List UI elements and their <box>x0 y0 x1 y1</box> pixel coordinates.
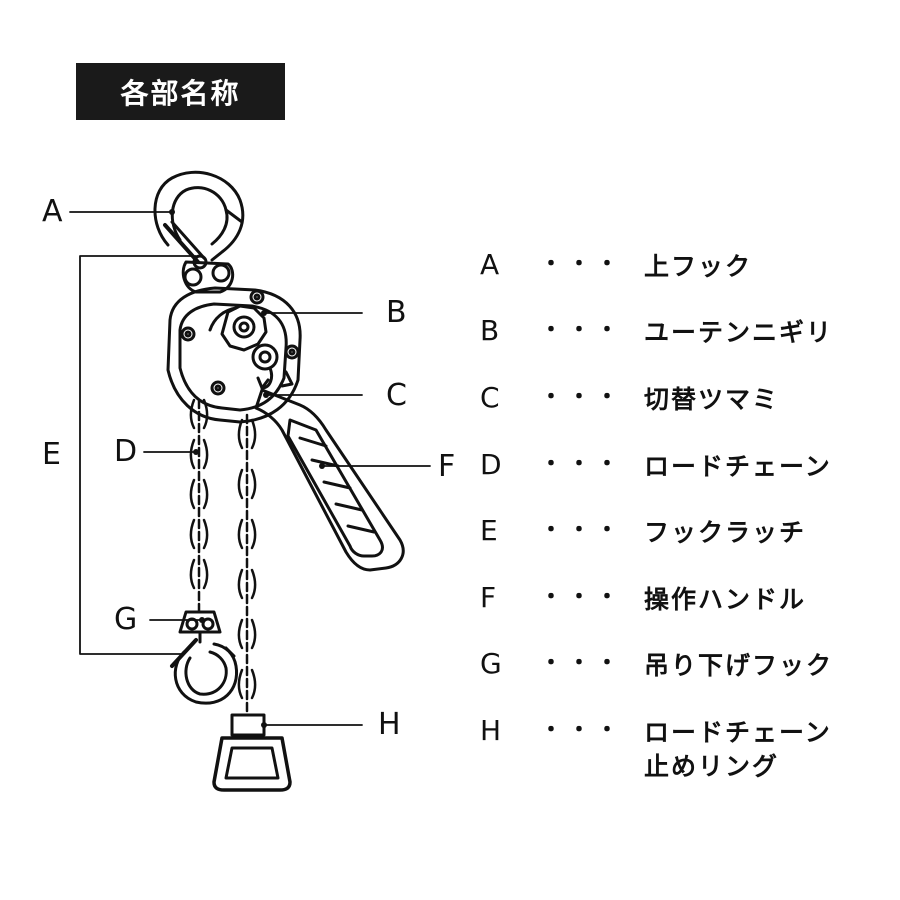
load-chain-right <box>237 413 257 717</box>
operating-handle <box>254 388 405 572</box>
legend-row-e: E ・・・ フックラッチ <box>480 514 890 550</box>
callout-c: C <box>386 378 407 413</box>
legend-letter: B <box>480 314 500 347</box>
lever-hoist-illustration <box>69 170 431 792</box>
legend-name: 操作ハンドル <box>644 585 807 614</box>
legend-dots: ・・・ <box>540 385 625 410</box>
legend-letter: F <box>480 581 497 614</box>
legend-letter: C <box>480 381 500 414</box>
legend-dots: ・・・ <box>540 252 625 277</box>
legend-row-b: B ・・・ ユーテンニギリ <box>480 314 890 350</box>
legend-name: 切替ツマミ <box>644 385 780 414</box>
legend-name: ロードチェーン 止めリング <box>644 718 832 781</box>
callout-b: B <box>386 295 407 330</box>
legend-dots: ・・・ <box>540 452 625 477</box>
legend-letter: D <box>480 448 502 481</box>
legend-dots: ・・・ <box>540 518 625 543</box>
legend-dots: ・・・ <box>540 318 625 343</box>
page-title: 各部名称 <box>76 63 285 120</box>
legend-name: ユーテンニギリ <box>644 318 834 347</box>
legend-dots: ・・・ <box>540 585 625 610</box>
chain-stopper-ring <box>212 713 292 792</box>
legend-row-a: A ・・・ 上フック <box>480 248 890 284</box>
legend-letter: A <box>480 248 500 281</box>
callout-g: G <box>114 602 138 637</box>
legend-dots: ・・・ <box>540 718 625 743</box>
legend-row-c: C ・・・ 切替ツマミ <box>480 381 890 417</box>
callout-f: F <box>438 449 456 484</box>
top-hook <box>153 170 245 294</box>
legend-name: ロードチェーン <box>644 452 832 481</box>
legend-letter: G <box>480 647 502 680</box>
leader-lines <box>69 211 431 726</box>
legend-letter: E <box>480 514 498 547</box>
callout-h: H <box>378 707 401 742</box>
legend-name: 上フック <box>644 252 753 281</box>
legend-row-f: F ・・・ 操作ハンドル <box>480 581 890 617</box>
legend-row-h: H ・・・ ロードチェーン 止めリング <box>480 714 890 784</box>
callout-a: A <box>42 194 63 229</box>
hoist-body <box>166 286 302 424</box>
legend-name: フックラッチ <box>644 518 807 547</box>
legend-row-d: D ・・・ ロードチェーン <box>480 448 890 484</box>
legend-letter: H <box>480 714 502 747</box>
legend-name: 吊り下げフック <box>644 651 834 680</box>
legend-dots: ・・・ <box>540 651 625 676</box>
callout-e: E <box>42 437 61 472</box>
callout-d: D <box>114 434 138 469</box>
bottom-hook <box>170 610 239 705</box>
load-chain-left <box>189 398 209 614</box>
legend-row-g: G ・・・ 吊り下げフック <box>480 647 890 683</box>
